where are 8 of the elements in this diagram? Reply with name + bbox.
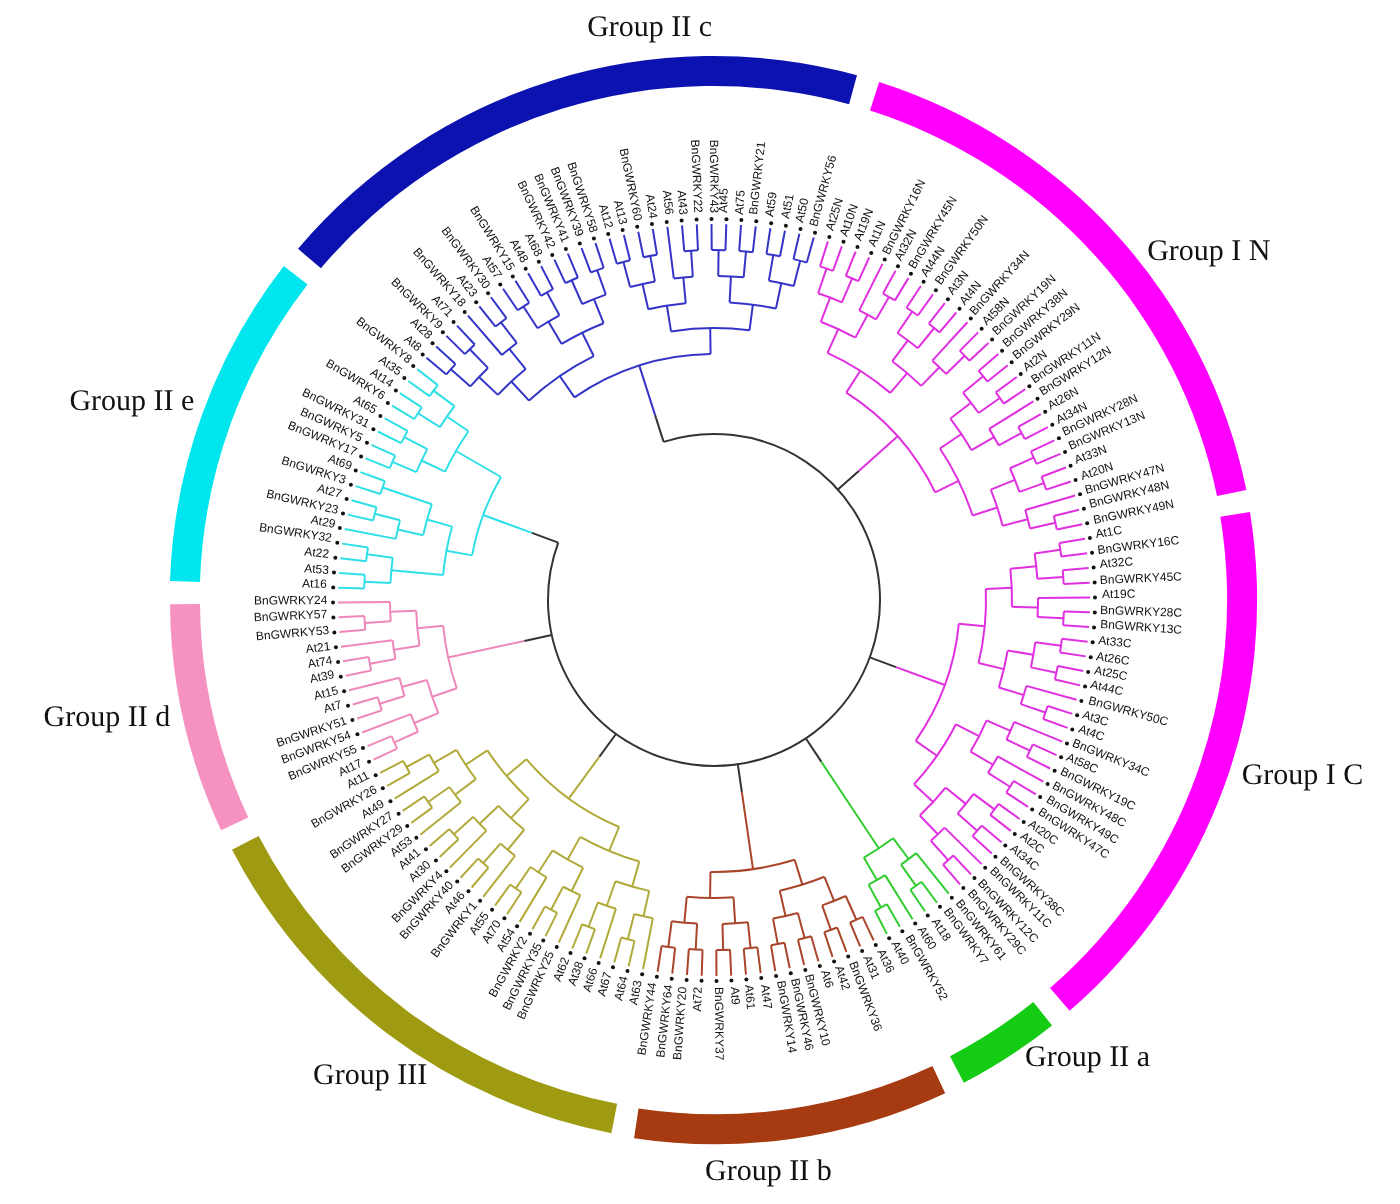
group-label: Group II d: [43, 702, 171, 737]
group-label: Group II b: [705, 1155, 832, 1190]
group-label: Group III: [313, 1059, 428, 1094]
group-label: Group I C: [1241, 760, 1364, 795]
group-label: Group I N: [1147, 236, 1271, 271]
group-label: Group II e: [69, 386, 195, 421]
group-label: Group II a: [1025, 1042, 1151, 1077]
group-label: Group II c: [587, 11, 713, 46]
